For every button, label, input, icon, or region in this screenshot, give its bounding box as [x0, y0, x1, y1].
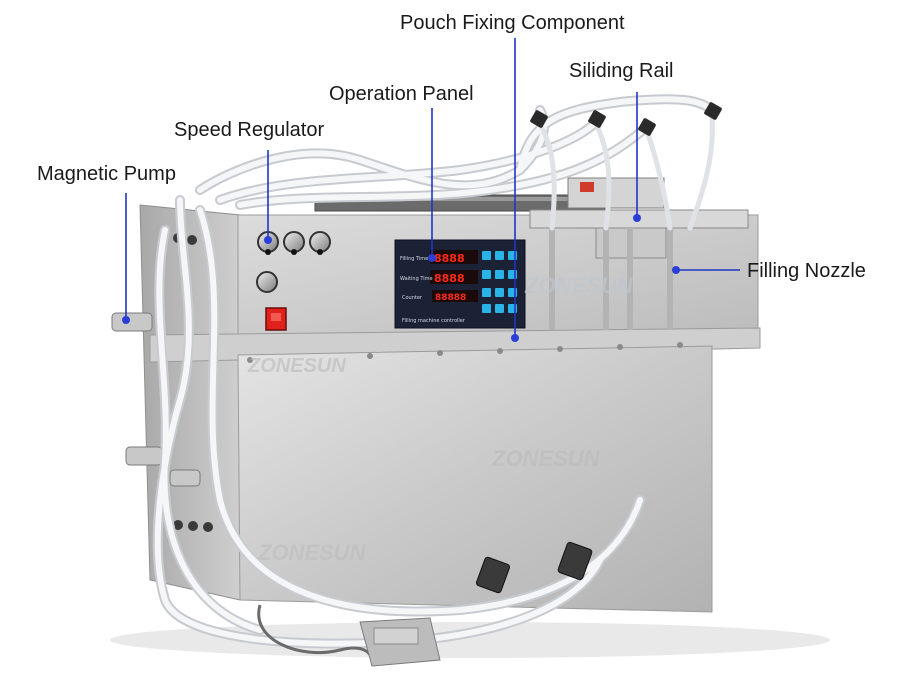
display-3 — [432, 290, 478, 302]
watermark-upper: ZONESUN — [524, 273, 634, 298]
display-2 — [430, 270, 478, 284]
pump-fitting-middle — [169, 469, 201, 487]
callout-dots — [122, 214, 680, 342]
watermark-center: ZONESUN — [491, 446, 601, 471]
callout-speed-regulator: Speed Regulator — [174, 119, 325, 141]
display-1 — [430, 250, 478, 264]
watermark-lower: ZONESUN — [257, 540, 367, 565]
panel-footer: Filling machine controller — [402, 318, 466, 324]
sliding-rail-highlight — [315, 197, 605, 201]
callout-sliding-rail: Siliding Rail — [569, 60, 674, 82]
panel-row1-value: 8888 — [434, 252, 465, 265]
foot-pedal-top — [373, 627, 419, 645]
callout-operation-panel: Operation Panel — [329, 83, 474, 105]
filling-nozzles — [549, 228, 673, 330]
callout-pouch-fixing: Pouch Fixing Component — [400, 12, 625, 34]
callout-filling-nozzle: Filling Nozzle — [747, 260, 866, 282]
tube-connectors — [530, 102, 722, 136]
pump-fitting-upper — [111, 312, 153, 332]
pump-fitting-lower — [125, 446, 163, 466]
panel-row2-label: Waiting Time — [400, 276, 433, 282]
ledge-nuts — [247, 342, 683, 363]
main-knob — [256, 271, 278, 293]
panel-row3-label: Counter — [402, 295, 423, 301]
machine-lower-front — [237, 345, 713, 613]
panel-row3-value: 88888 — [435, 293, 466, 303]
filter-strainers — [475, 541, 593, 594]
callout-magnetic-pump: Magnetic Pump — [37, 163, 176, 185]
power-switch-rocker — [271, 313, 281, 321]
watermark-ledge: ZONESUN — [247, 355, 346, 377]
callout-lines — [125, 38, 740, 338]
silicone-tubes — [152, 94, 717, 649]
power-cable — [257, 604, 374, 661]
panel-row1-label: Filling Time — [400, 256, 428, 262]
panel-row2-value: 8888 — [434, 272, 465, 285]
pouch-fixing-red-mark — [580, 182, 594, 192]
